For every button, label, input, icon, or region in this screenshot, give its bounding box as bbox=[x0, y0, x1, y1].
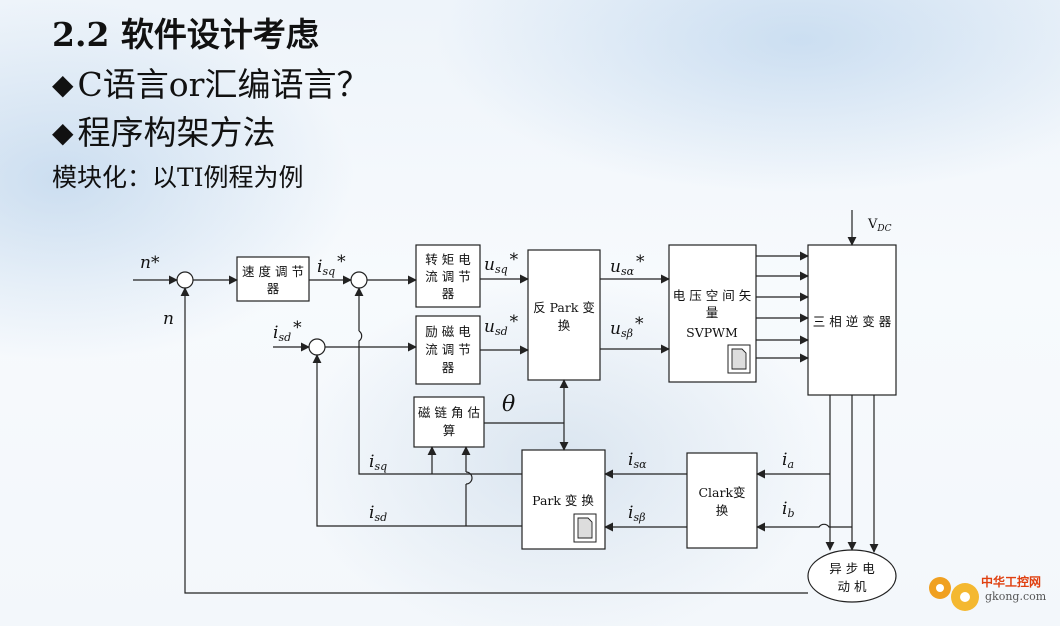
svg-text:ib: ib bbox=[782, 499, 794, 520]
document-icon bbox=[573, 513, 597, 543]
svg-text:流 调 节: 流 调 节 bbox=[425, 342, 470, 357]
park-transform-block: Park 变 换 bbox=[521, 449, 606, 550]
flux-current-regulator-block: 励 磁 电 流 调 节 器 bbox=[415, 315, 481, 385]
svg-text:换: 换 bbox=[716, 503, 729, 518]
svg-text:流 调 节: 流 调 节 bbox=[425, 269, 470, 284]
svg-text:usq*: usq* bbox=[484, 250, 519, 276]
flux-summing-junction bbox=[308, 338, 326, 356]
speed-regulator-block: 速 度 调 节 器 bbox=[236, 256, 310, 302]
bullet-architecture-text: 程序构架方法 bbox=[77, 113, 276, 152]
svg-text:isq: isq bbox=[369, 452, 387, 473]
inverse-park-block: 反 Park 变 换 bbox=[527, 249, 601, 381]
clark-transform-block: Clark变 换 bbox=[686, 452, 758, 549]
bullet-language-text: C语言or汇编语言？ bbox=[77, 65, 370, 104]
signal-labels: n* n isq* isd* usq* usd* usα* usβ* θ isq… bbox=[140, 217, 892, 524]
diamond-bullet-icon: ◆ bbox=[52, 116, 74, 149]
torque-current-regulator-block: 转 矩 电 流 调 节 器 bbox=[415, 244, 481, 308]
svg-text:isα: isα bbox=[628, 450, 647, 471]
svg-text:Park 变 换: Park 变 换 bbox=[532, 493, 594, 508]
svg-text:VDC: VDC bbox=[867, 217, 892, 234]
bullet-architecture: ◆程序构架方法 bbox=[52, 106, 276, 154]
svg-text:isβ: isβ bbox=[628, 503, 645, 524]
speed-summing-junction bbox=[176, 271, 194, 289]
label-theta: θ bbox=[502, 392, 515, 417]
signal-lines bbox=[133, 210, 879, 594]
svg-text:器: 器 bbox=[442, 360, 455, 375]
svg-text:器: 器 bbox=[267, 281, 280, 296]
svg-text:三 相 逆 变 器: 三 相 逆 变 器 bbox=[813, 314, 892, 329]
label-star: * bbox=[151, 253, 160, 273]
svpwm-block: 电 压 空 间 矢 量 SVPWM bbox=[668, 244, 757, 383]
svg-text:Clark变: Clark变 bbox=[698, 485, 745, 500]
svg-text:异 步 电: 异 步 电 bbox=[829, 561, 875, 576]
svg-text:量: 量 bbox=[706, 305, 719, 320]
svg-text:usd*: usd* bbox=[484, 312, 519, 338]
svg-text:isd: isd bbox=[369, 503, 387, 524]
subline-modular: 模块化：以TI例程为例 bbox=[52, 163, 304, 192]
slide-heading: 2.2 软件设计考虑 bbox=[52, 15, 319, 54]
watermark-cn: 中华工控网 bbox=[981, 574, 1041, 589]
induction-motor-block: 异 步 电 动 机 bbox=[807, 549, 897, 603]
document-icon bbox=[727, 344, 751, 374]
svg-text:速 度 调 节: 速 度 调 节 bbox=[242, 264, 304, 279]
flux-angle-estimator-block: 磁 链 角 估 算 bbox=[413, 396, 485, 448]
svg-text:usα*: usα* bbox=[610, 252, 645, 278]
svg-text:n*: n* bbox=[140, 253, 160, 273]
svg-text:换: 换 bbox=[558, 318, 571, 333]
svg-text:动 机: 动 机 bbox=[838, 579, 867, 594]
label-n-ref: n bbox=[140, 253, 151, 273]
svg-text:算: 算 bbox=[443, 423, 456, 438]
watermark-url: gkong.com bbox=[985, 590, 1047, 603]
svg-text:励 磁 电: 励 磁 电 bbox=[425, 324, 471, 339]
svg-text:SVPWM: SVPWM bbox=[686, 325, 738, 340]
svg-text:转 矩 电: 转 矩 电 bbox=[425, 252, 471, 267]
label-n-feedback: n bbox=[163, 309, 174, 329]
svg-text:isd*: isd* bbox=[273, 318, 302, 344]
svg-text:ia: ia bbox=[782, 450, 794, 471]
svg-text:磁 链 角 估: 磁 链 角 估 bbox=[418, 405, 480, 420]
gear-icon bbox=[929, 577, 979, 611]
svg-text:反 Park 变: 反 Park 变 bbox=[533, 300, 595, 315]
svg-text:器: 器 bbox=[442, 286, 455, 301]
bullet-language: ◆C语言or汇编语言？ bbox=[52, 58, 369, 106]
svg-text:usβ*: usβ* bbox=[610, 314, 644, 340]
gkong-watermark: 中华工控网 gkong.com bbox=[929, 574, 1047, 611]
svg-text:电 压 空 间 矢: 电 压 空 间 矢 bbox=[673, 288, 752, 303]
torque-summing-junction bbox=[350, 271, 368, 289]
diamond-bullet-icon: ◆ bbox=[52, 68, 74, 101]
three-phase-inverter-block: 三 相 逆 变 器 bbox=[807, 244, 897, 396]
svg-text:isq*: isq* bbox=[317, 252, 346, 278]
